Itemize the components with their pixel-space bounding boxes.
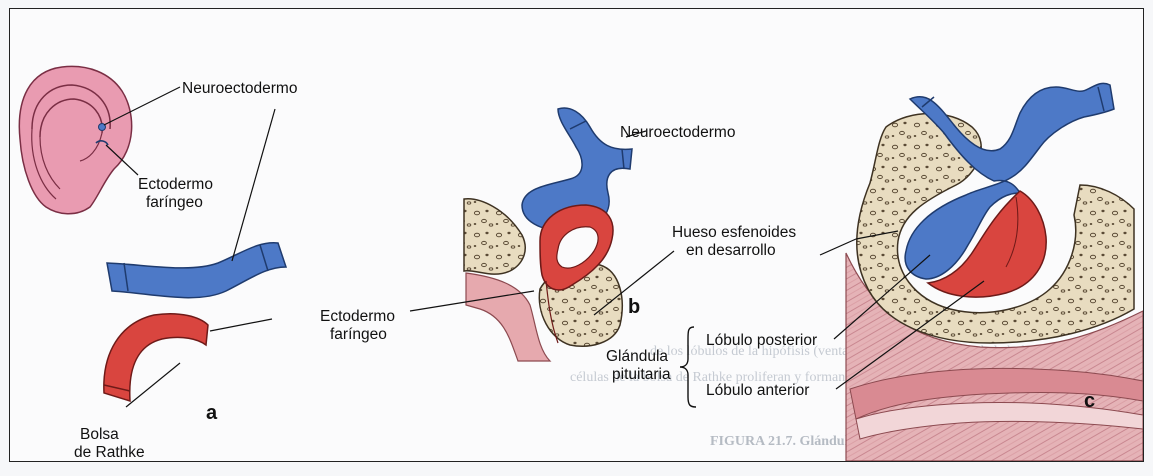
pharyngeal-tissue-b xyxy=(466,273,550,361)
label-neuroectodermo-a: Neuroectodermo xyxy=(182,80,297,97)
label-ectodermo-small-1: Ectodermo xyxy=(138,176,213,193)
label-lobulo-anterior: Lóbulo anterior xyxy=(706,382,809,399)
pituitary-bracket xyxy=(680,327,696,407)
label-glandula-1: Glándula xyxy=(606,348,668,365)
panel-c-illustration xyxy=(846,83,1143,461)
label-bolsa-1: Bolsa xyxy=(80,426,119,443)
panel-label-b: b xyxy=(628,296,640,318)
panel-label-a: a xyxy=(206,402,218,424)
label-bolsa-2: de Rathke xyxy=(74,444,145,461)
embryo-inset xyxy=(19,66,131,213)
label-ectodermo-1: Ectodermo xyxy=(320,308,395,325)
label-glandula-2: pituitaria xyxy=(612,366,671,383)
label-hueso-1: Hueso esfenoides xyxy=(672,224,796,241)
label-hueso-2: en desarrollo xyxy=(686,242,776,259)
label-ectodermo-small-2: faríngeo xyxy=(146,194,203,211)
label-ectodermo-2: faríngeo xyxy=(330,326,387,343)
figure-frame: de los lóbulos de la hipófisis (ventaja … xyxy=(9,8,1144,462)
sphenoid-bone-left xyxy=(464,199,525,274)
label-neuroectodermo-b: Neuroectodermo xyxy=(620,124,735,141)
neuroectoderm-strip-a xyxy=(107,243,286,298)
label-lobulo-posterior: Lóbulo posterior xyxy=(706,332,817,349)
leader-neuro-a xyxy=(232,109,275,261)
panel-label-c: c xyxy=(1084,390,1095,412)
pituitary-development-diagram: de los lóbulos de la hipófisis (ventaja … xyxy=(10,9,1143,461)
